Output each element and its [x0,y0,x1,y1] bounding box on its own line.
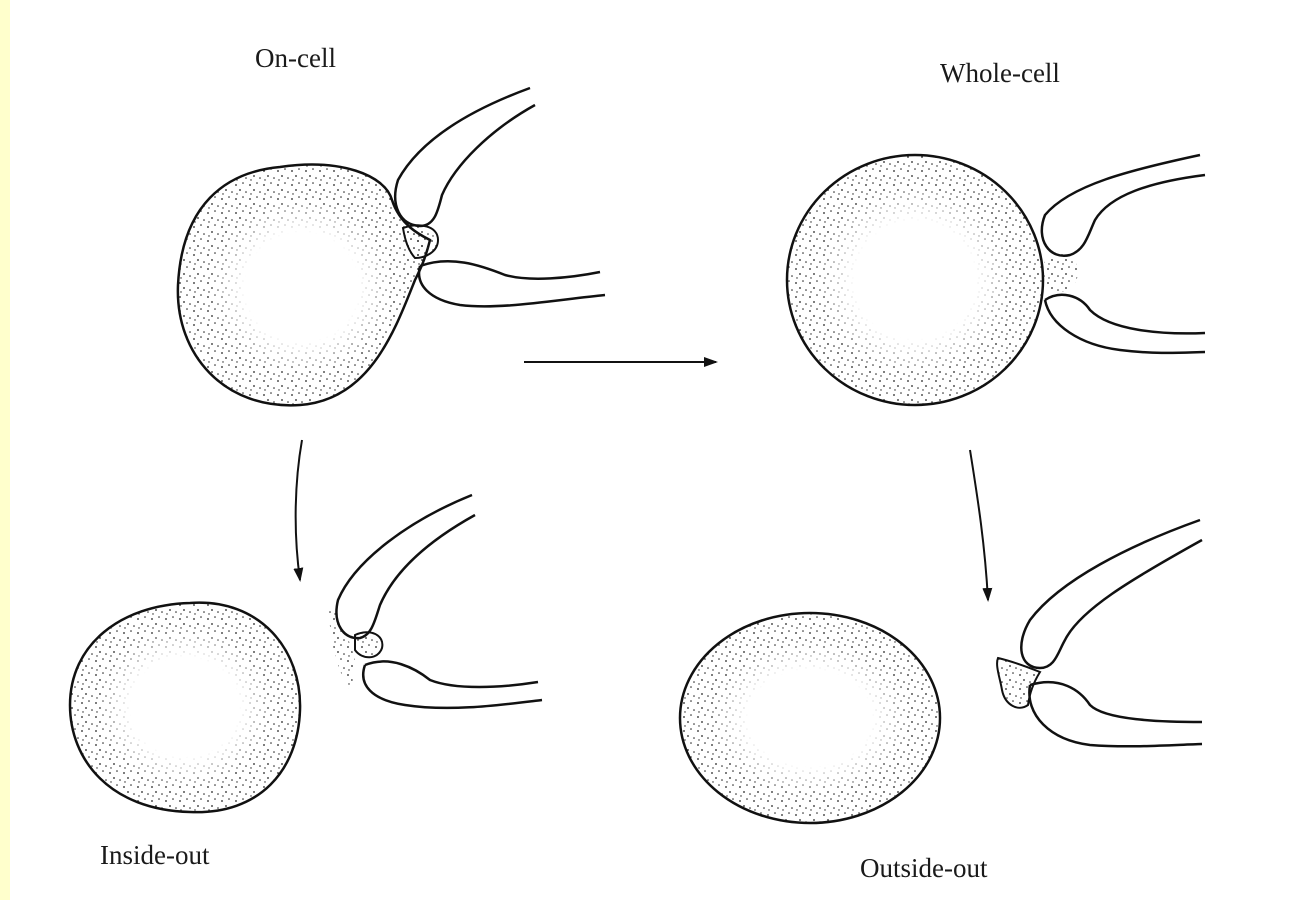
pipette-on-cell [395,88,605,306]
cell-on-cell [178,165,430,406]
cell-outside-out [680,613,940,823]
outside-out-configuration [680,520,1202,823]
diagram-panel: On-cell Whole-cell Inside-out Outside-ou… [10,0,1293,900]
inside-out-configuration [70,495,542,812]
label-outside-out: Outside-out [860,853,988,884]
pipette-outside-out [1021,520,1202,746]
whole-cell-configuration [787,155,1205,405]
cell-whole-cell [787,155,1078,405]
cell-inside-out [70,603,300,812]
label-on-cell: On-cell [255,43,336,74]
pipette-inside-out [337,495,542,708]
patch-clamp-diagram [10,0,1293,900]
label-inside-out: Inside-out [100,840,209,871]
arrow-on-cell-to-inside-out [296,440,302,580]
on-cell-configuration [178,88,605,405]
label-whole-cell: Whole-cell [940,58,1060,89]
arrow-whole-cell-to-outside-out [970,450,988,600]
